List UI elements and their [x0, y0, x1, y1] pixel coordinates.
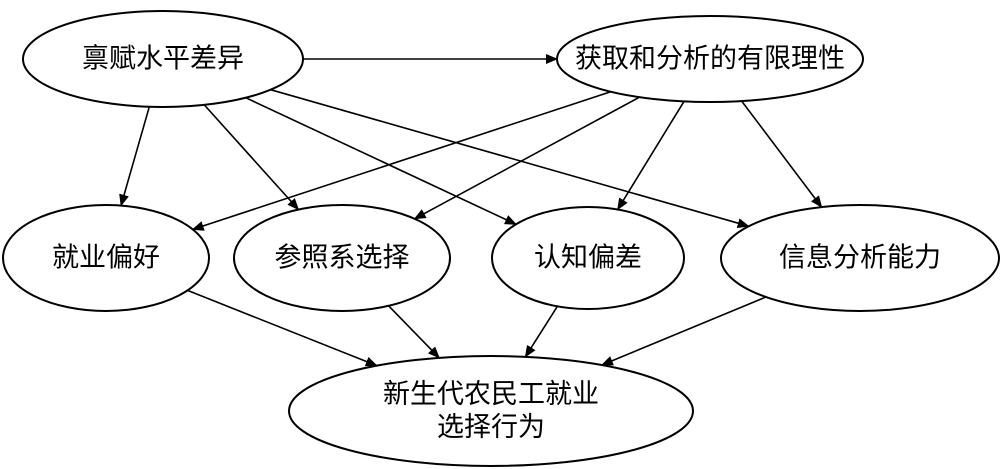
node-reference-choice: 参照系选择 [233, 204, 451, 312]
arrow-n2-to-n4 [413, 96, 640, 220]
node-bounded-rationality-ellipse [556, 15, 864, 103]
node-endowment-difference: 禀赋水平差异 [22, 10, 304, 108]
arrow-n1-to-n4 [203, 104, 300, 211]
arrow-n2-to-n6 [741, 100, 823, 208]
arrow-n2-to-n5 [617, 100, 685, 211]
arrow-n1-to-n5 [245, 96, 517, 226]
arrow-n5-to-n7 [524, 305, 559, 358]
node-employment-preference-ellipse [2, 204, 210, 312]
node-bounded-rationality-label: 获取和分析的有限理性 [575, 44, 845, 75]
arrow-n1-to-n6 [270, 88, 750, 228]
node-employment-behavior-label: 新生代农民工就业 [383, 379, 599, 410]
node-reference-choice-label: 参照系选择 [275, 243, 410, 274]
edges-layer [119, 54, 823, 367]
node-employment-preference: 就业偏好 [2, 204, 210, 312]
node-cognitive-bias-ellipse [491, 206, 685, 310]
arrow-n1-to-n3 [119, 106, 151, 207]
node-endowment-difference-label: 禀赋水平差异 [82, 44, 244, 75]
node-employment-preference-label: 就业偏好 [52, 243, 160, 274]
node-employment-behavior-ellipse [288, 355, 694, 467]
node-cognitive-bias: 认知偏差 [491, 206, 685, 310]
node-cognitive-bias-label: 认知偏差 [534, 243, 642, 274]
node-endowment-difference-ellipse [22, 10, 304, 108]
node-info-analysis-ability: 信息分析能力 [720, 204, 1000, 312]
node-reference-choice-ellipse [233, 204, 451, 312]
arrow-n2-to-n3 [191, 90, 611, 231]
arrow-n4-to-n7 [388, 305, 440, 359]
arrow-n3-to-n7 [187, 289, 378, 367]
arrow-n6-to-n7 [600, 296, 767, 366]
node-info-analysis-ability-ellipse [720, 204, 1000, 312]
node-employment-behavior-label: 选择行为 [437, 412, 545, 443]
node-info-analysis-ability-label: 信息分析能力 [779, 243, 941, 274]
node-bounded-rationality: 获取和分析的有限理性 [556, 15, 864, 103]
